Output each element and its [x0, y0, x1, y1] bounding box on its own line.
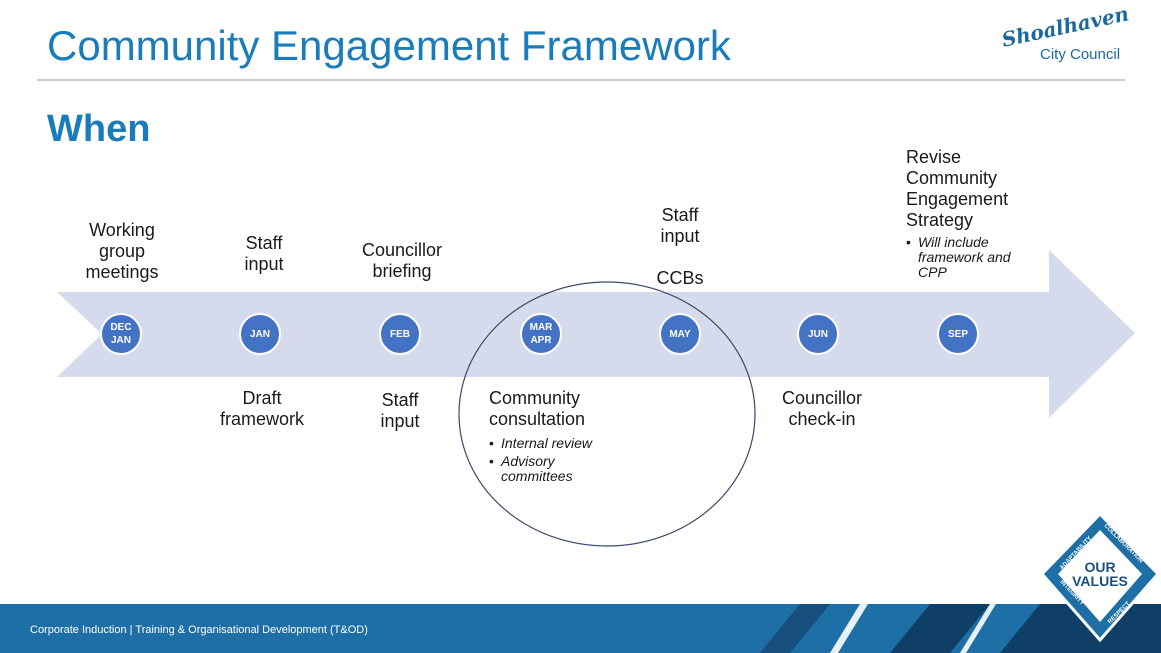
logo-sub: City Council: [1040, 46, 1121, 63]
strategy-bullet: Will include framework and CPP: [906, 235, 1036, 280]
consultation-bullet: Internal review: [489, 436, 619, 452]
strategy-bullets: Will include framework and CPP: [906, 235, 1036, 283]
title-divider: [37, 79, 1125, 81]
council-logo: Shoalhaven City Council: [998, 1, 1131, 72]
timeline-node-may: MAY: [659, 313, 701, 355]
badge-center-line-1: OUR: [1084, 559, 1115, 575]
label-community-consultation: Community consultation: [489, 388, 586, 429]
timeline-node-dec-jan: DEC JAN: [100, 313, 142, 355]
timeline-arrow: [57, 250, 1135, 418]
consultation-highlight-circle: [458, 281, 756, 547]
our-values-badge: OUR VALUES ADAPTABILITY COLLABORATION IN…: [1040, 512, 1160, 642]
timeline-node-jan: JAN: [239, 313, 281, 355]
consultation-bullets: Internal review Advisory committees: [489, 436, 619, 487]
timeline-node-jun: JUN: [797, 313, 839, 355]
label-draft-framework: Draft framework: [219, 388, 304, 429]
section-heading: When: [47, 108, 151, 150]
timeline-node-sep: SEP: [937, 313, 979, 355]
label-staff-input-feb: Staff input: [380, 390, 420, 431]
footer-text: Corporate Induction | Training & Organis…: [30, 624, 368, 636]
badge-center-line-2: VALUES: [1072, 573, 1128, 589]
timeline-node-feb: FEB: [379, 313, 421, 355]
label-councillor-checkin: Councillor check-in: [781, 388, 863, 429]
label-working-group: Working group meetings: [85, 220, 159, 282]
label-staff-input-ccbs: Staff input CCBs: [656, 205, 704, 288]
footer-bar: Corporate Induction | Training & Organis…: [0, 604, 1161, 653]
consultation-bullet: Advisory committees: [489, 454, 619, 484]
footer-stripes: [760, 604, 1161, 653]
label-staff-input-jan: Staff input: [244, 233, 284, 274]
label-revise-strategy: Revise Community Engagement Strategy: [906, 147, 1009, 230]
page-title: Community Engagement Framework: [47, 22, 731, 69]
timeline-node-mar-apr: MAR APR: [520, 313, 562, 355]
label-councillor-briefing: Councillor briefing: [361, 240, 443, 281]
